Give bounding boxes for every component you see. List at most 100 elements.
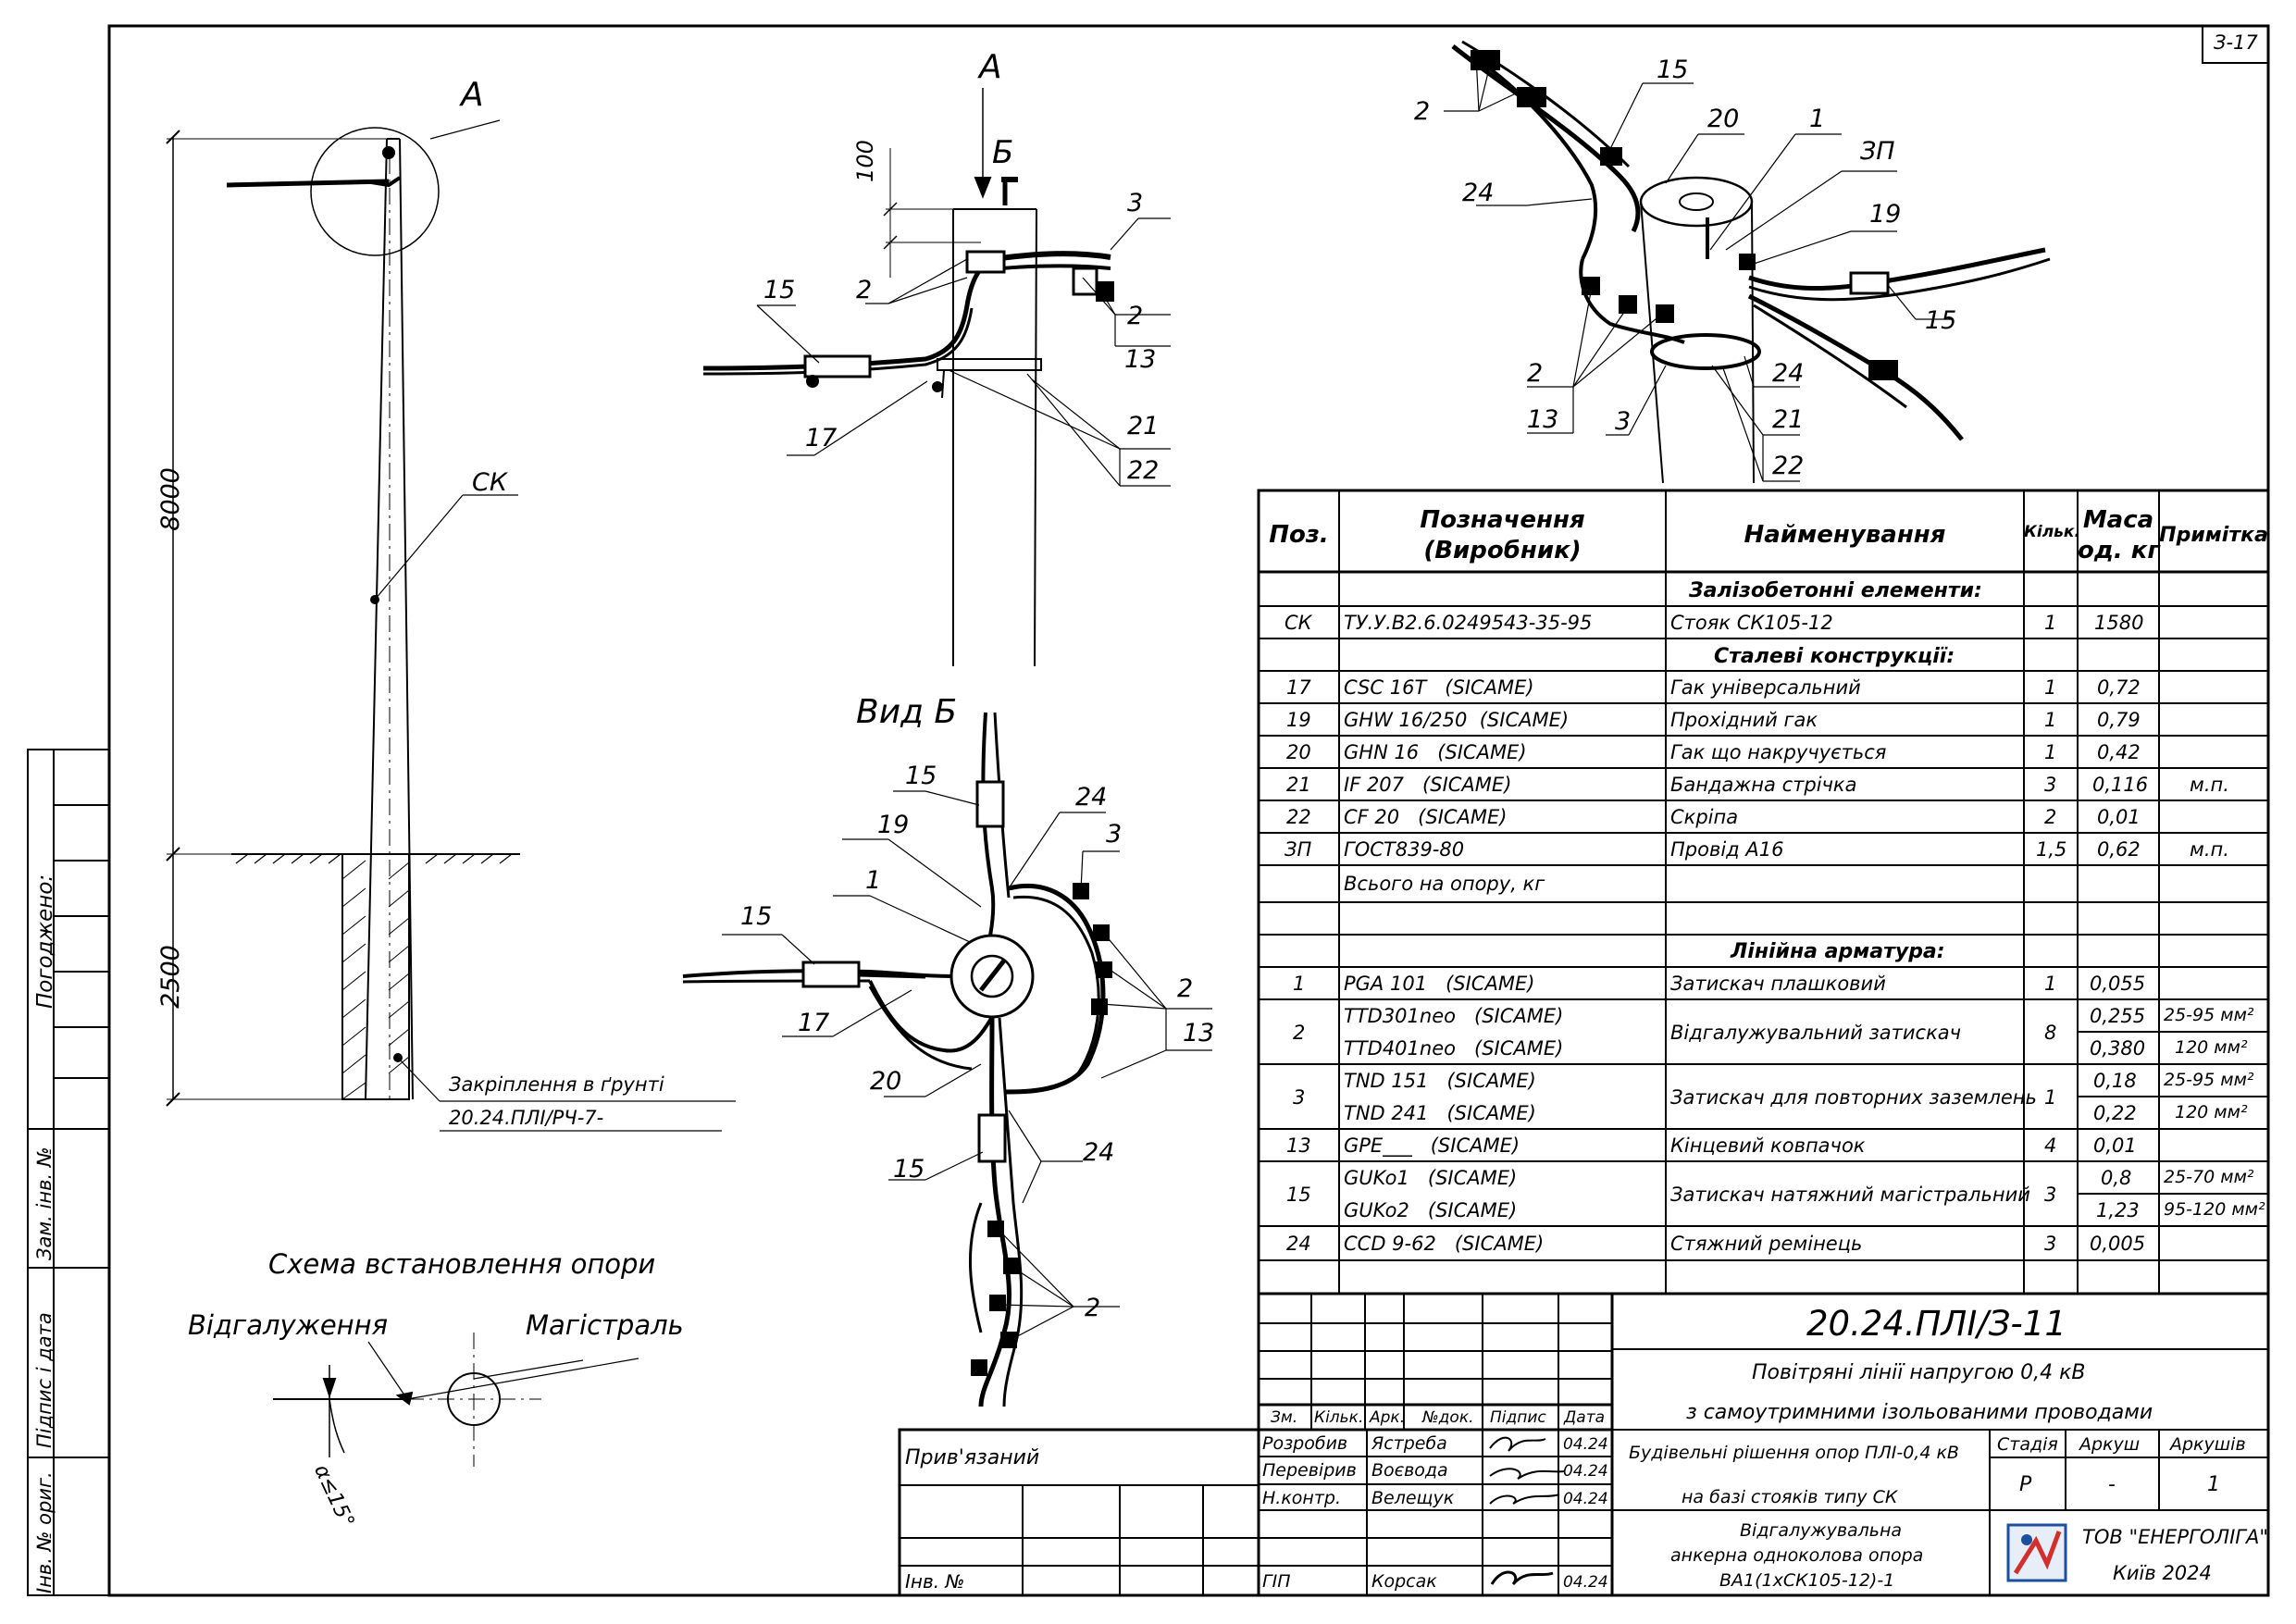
callout-b-24-top: 24	[1075, 783, 1108, 812]
spec-row-24-des: CCD 9-62 (SICAME)	[1344, 1233, 1545, 1255]
spec-row-1-pos: 1	[1293, 973, 1306, 995]
spec-row-15-mass2: 1,23	[2096, 1199, 2140, 1221]
spec-row-15-pos: 15	[1286, 1184, 1311, 1206]
spec-row-13-qty: 4	[2044, 1134, 2057, 1157]
spec-row-13-name: Кінцевий ковпачок	[1670, 1134, 1866, 1157]
spec-row-2-des2: TTD401neo (SICAME)	[1344, 1037, 1564, 1060]
callout-b-1: 1	[865, 866, 882, 895]
spec-row-3-pos: 3	[1293, 1086, 1306, 1109]
callout-i-15-right: 15	[1925, 306, 1957, 335]
spec-row-1-mass: 0,055	[2090, 973, 2146, 995]
sheet-code: З-17	[2214, 31, 2258, 54]
spec-row-1-name: Затискач плашковий	[1670, 973, 1886, 995]
tb-header-date: Дата	[1564, 1408, 1606, 1427]
callout-b-3: 3	[1106, 820, 1123, 849]
tb-date-checked: 04.24	[1563, 1462, 1608, 1481]
spec-row-zp-qty: 1,5	[2036, 838, 2067, 861]
spec-row-22-qty: 2	[2044, 806, 2057, 828]
callout-a-15: 15	[763, 276, 796, 304]
title-block-grid	[898, 1292, 2270, 1597]
spec-row-24-name: Стяжний ремінець	[1670, 1233, 1863, 1255]
callout-i-1: 1	[1809, 105, 1826, 133]
scheme-branch-label: Відгалуження	[188, 1309, 389, 1341]
project-title-line2: з самоутримними ізольованими проводами	[1686, 1401, 2153, 1424]
spec-header-pos: Поз.	[1269, 521, 1329, 549]
spec-row-17-mass: 0,72	[2097, 676, 2141, 699]
spec-row-21-qty: 3	[2044, 774, 2057, 796]
tb-date-normcontrol: 04.24	[1563, 1490, 1608, 1508]
callout-i-15-top: 15	[1657, 56, 1689, 84]
spec-row-2-des1: TTD301neo (SICAME)	[1344, 1005, 1564, 1027]
spec-row-2-pos: 2	[1293, 1022, 1306, 1044]
callout-b-2-right: 2	[1177, 974, 1194, 1003]
spec-row-17-des: CSC 16T (SICAME)	[1344, 676, 1534, 699]
tb-sheet-value: -	[2108, 1473, 2116, 1496]
spec-row-zp-pos: ЗП	[1285, 838, 1312, 861]
tb-role-normcontrol: Н.контр.	[1262, 1488, 1342, 1508]
tb-header-qty: Кільк.	[1314, 1408, 1364, 1427]
spec-row-22-mass: 0,01	[2097, 806, 2141, 828]
tb-name-checked: Воєвода	[1371, 1460, 1448, 1481]
stamp-agreed: Погоджено:	[33, 874, 57, 1009]
spec-row-ck-qty: 1	[2044, 612, 2057, 634]
tb-sheet-label: Аркуш	[2079, 1434, 2141, 1455]
stamp-sign-date: Підпис і дата	[33, 1312, 56, 1448]
spec-row-21-pos: 21	[1286, 774, 1311, 796]
callout-b-24-bottom: 24	[1083, 1138, 1115, 1167]
callout-i-2-top: 2	[1414, 97, 1431, 126]
spec-row-3-note1: 25-95 мм²	[2164, 1070, 2254, 1090]
spec-row-2-note2: 120 мм²	[2175, 1037, 2248, 1058]
spec-header-mass: Маса од. кг	[2078, 506, 2161, 564]
spec-row-15-mass1: 0,8	[2101, 1167, 2132, 1189]
spec-row-20-name: Гак що накручується	[1670, 741, 1887, 763]
callout-b-15-top: 15	[905, 762, 937, 790]
spec-row-2-name: Відгалужувальний затискач	[1670, 1022, 1962, 1044]
inv-no-label: Інв. №	[905, 1570, 965, 1593]
spec-row-17-pos: 17	[1286, 676, 1311, 699]
spec-row-15-name: Затискач натяжний магістральний	[1670, 1184, 2030, 1206]
scheme-drawing	[273, 1333, 639, 1467]
spec-row-24-qty: 3	[2044, 1233, 2057, 1255]
spec-row-zp-name: Провід А16	[1670, 838, 1784, 861]
callout-i-3: 3	[1615, 407, 1632, 436]
spec-header-designation: Позначення (Виробник)	[1420, 506, 1585, 564]
drawing-name-2: анкерна одноколова опора	[1670, 1545, 1924, 1566]
callout-b-15-left: 15	[740, 902, 773, 931]
pole-label: СК	[472, 468, 508, 497]
spec-row-2-note1: 25-95 мм²	[2164, 1005, 2254, 1025]
spec-row-2-qty: 8	[2044, 1022, 2057, 1044]
spec-section-rc: Залізобетонні елементи:	[1689, 579, 1982, 602]
callout-a-2-left: 2	[856, 276, 873, 304]
spec-row-3-name: Затискач для повторних заземлень	[1670, 1086, 2037, 1109]
tb-role-gip: ГІП	[1262, 1571, 1291, 1592]
spec-row-19-name: Прохідний гак	[1670, 709, 1818, 731]
spec-row-13-pos: 13	[1286, 1134, 1311, 1157]
spec-row-20-mass: 0,42	[2097, 741, 2141, 763]
detail-a-drawing	[702, 88, 1171, 667]
spec-row-3-des2: TND 241 (SICAME)	[1344, 1102, 1536, 1124]
tb-role-developed: Розробив	[1262, 1433, 1348, 1454]
dim-100: 100	[851, 140, 878, 182]
spec-row-24-mass: 0,005	[2090, 1233, 2146, 1255]
spec-row-20-pos: 20	[1286, 741, 1311, 763]
spec-header-qty: Кільк.	[2024, 523, 2080, 541]
callout-i-19: 19	[1869, 200, 1902, 229]
spec-table-grid	[1257, 489, 2270, 1295]
callout-a-13: 13	[1124, 345, 1157, 374]
stamp-inv-orig: Інв. № ориг.	[33, 1471, 56, 1593]
spec-row-19-qty: 1	[2044, 709, 2057, 731]
spec-row-19-pos: 19	[1286, 709, 1311, 731]
spec-row-ck-des: ТУ.У.В2.6.0249543-35-95	[1344, 612, 1593, 634]
tb-date-gip: 04.24	[1563, 1573, 1608, 1592]
dim-below-ground: 2500	[155, 945, 185, 1009]
detail-a-title: A	[979, 48, 1002, 86]
spec-row-zp-mass: 0,62	[2097, 838, 2141, 861]
company-logo	[2006, 1523, 2067, 1582]
drawing-name-3: ВА1(1хСК105-12)-1	[1719, 1570, 1895, 1591]
callout-i-22: 22	[1772, 452, 1805, 480]
spec-row-20-qty: 1	[2044, 741, 2057, 763]
spec-row-22-name: Скріпа	[1670, 806, 1739, 828]
callout-i-2-bottom: 2	[1527, 359, 1544, 388]
spec-row-3-mass1: 0,18	[2093, 1070, 2137, 1092]
